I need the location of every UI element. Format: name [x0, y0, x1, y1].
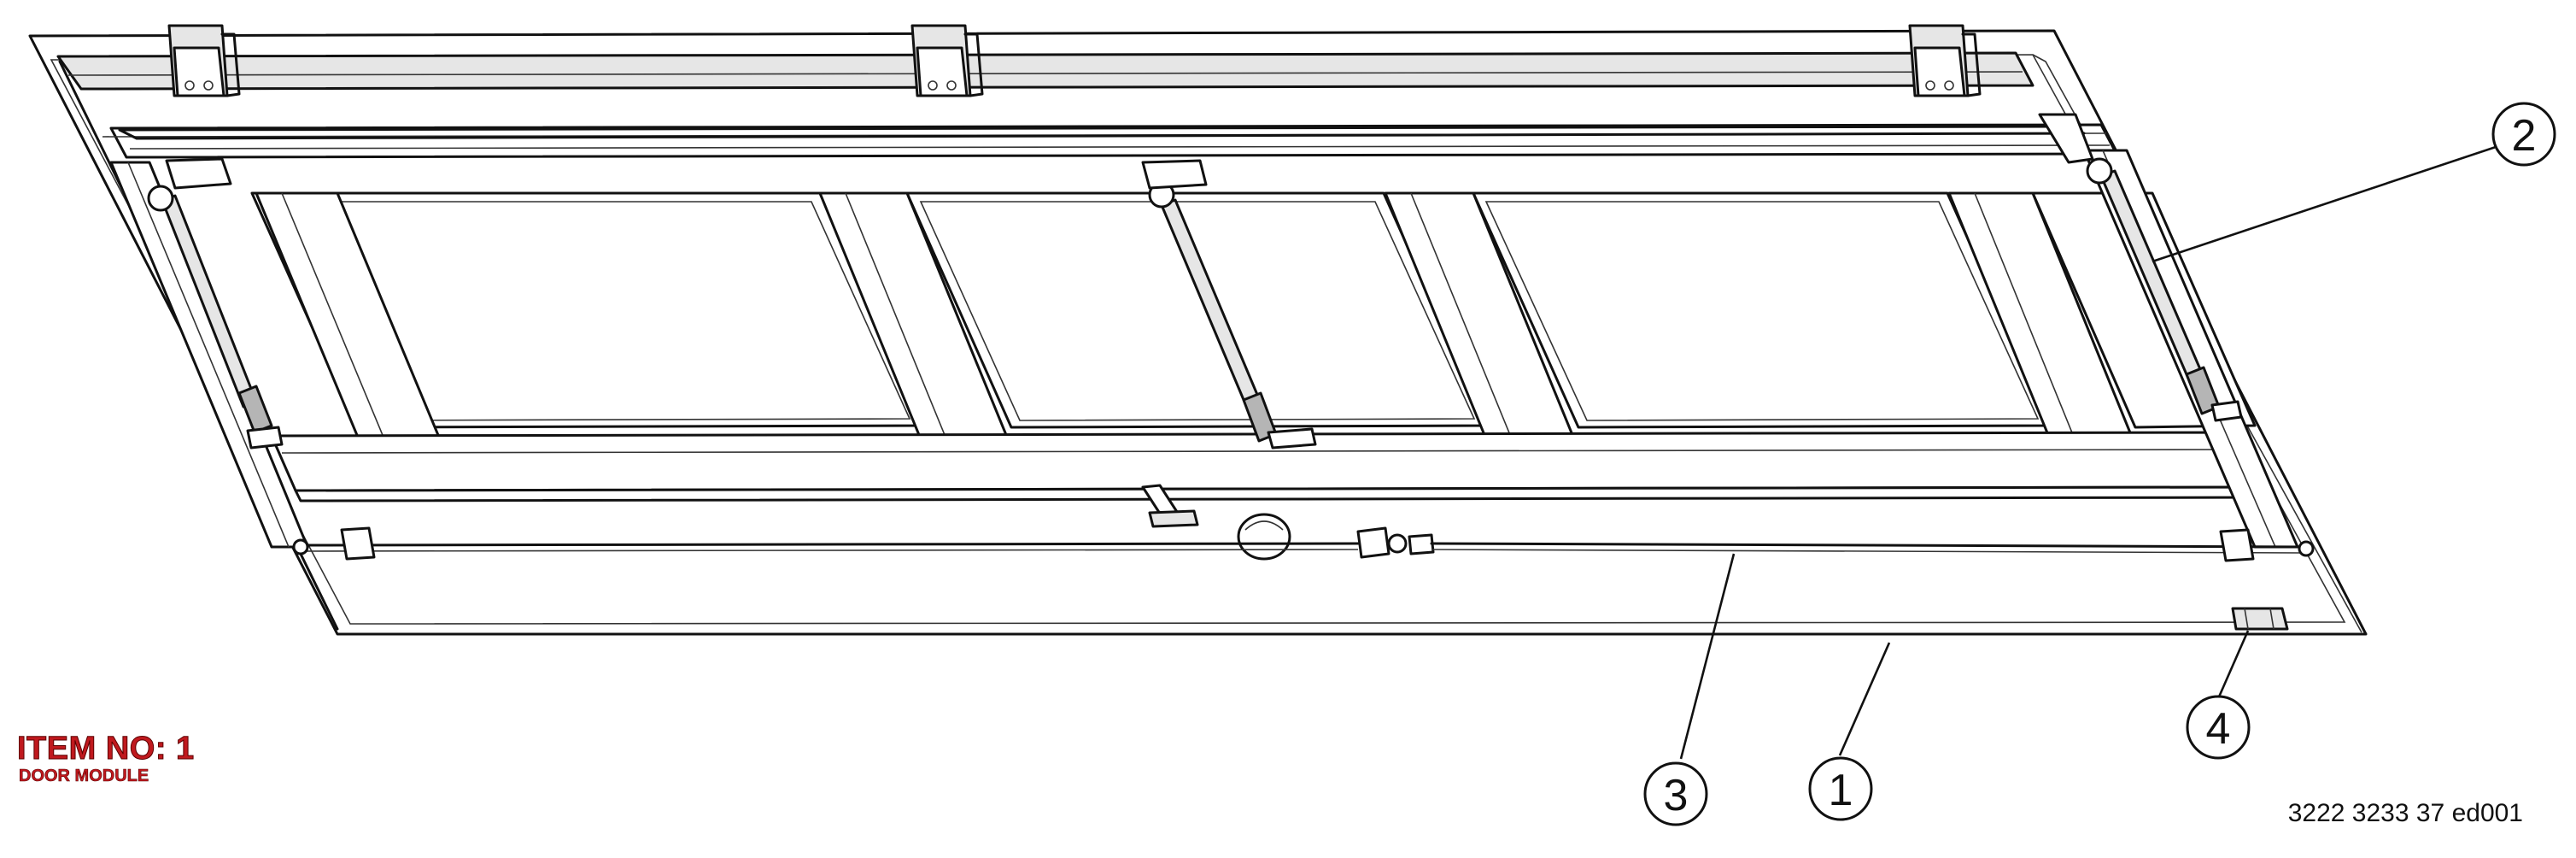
svg-text:2: 2	[2512, 111, 2537, 161]
latch-handle	[1141, 484, 1435, 561]
bottom-rail	[270, 431, 2267, 502]
gas-strut-center	[1141, 159, 1317, 450]
balloon-4: 4	[2186, 695, 2251, 760]
gas-strut-left	[147, 157, 284, 450]
lock-rod	[292, 526, 2315, 562]
svg-text:3: 3	[1664, 771, 1689, 820]
svg-text:4: 4	[2206, 704, 2231, 754]
hinge-right	[1908, 24, 1982, 97]
mullions	[255, 191, 2139, 451]
hinge-center	[910, 24, 984, 97]
balloon-2: 2	[2491, 102, 2556, 167]
hinge-left	[167, 24, 241, 97]
item-number-label: ITEM NO: 1	[17, 731, 195, 767]
balloon-3: 3	[1643, 761, 1708, 826]
drawing-number: 3222 3233 37 ed001	[2287, 799, 2523, 827]
gas-strut-right	[2038, 113, 2243, 422]
top-rail	[56, 51, 2118, 159]
latch-bracket	[2231, 607, 2289, 631]
svg-text:1: 1	[1829, 766, 1853, 815]
balloon-1: 1	[1808, 756, 1873, 821]
item-description: DOOR MODULE	[19, 767, 149, 786]
leader-lines	[1679, 144, 2502, 760]
window-panes	[250, 191, 2257, 429]
